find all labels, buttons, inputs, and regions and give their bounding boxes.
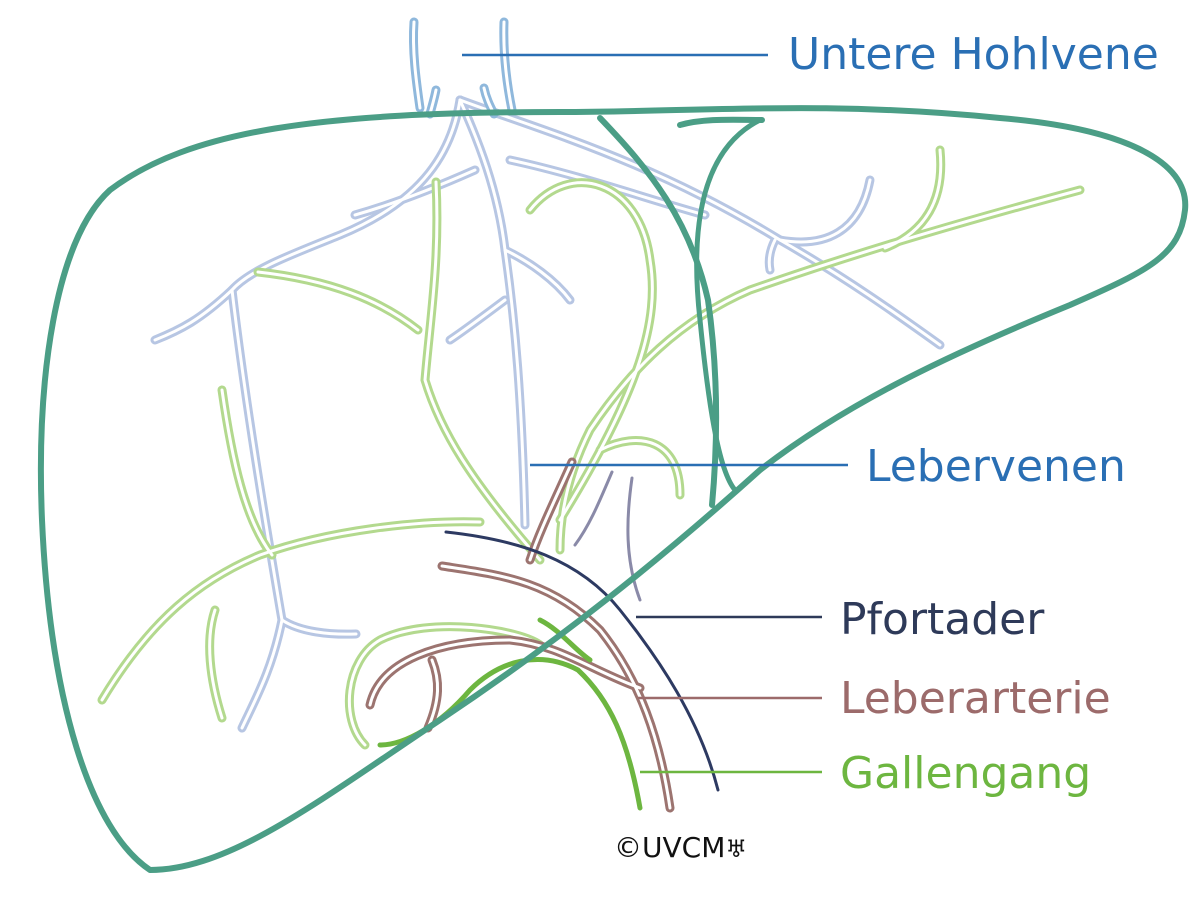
hepatic-vein-branch-core-7	[458, 98, 942, 347]
bile-branch-core-4	[256, 270, 420, 332]
label-bile-duct: Gallengang	[840, 748, 1092, 799]
artery-branch-core-3	[368, 638, 642, 707]
hepatic-vein-branch-core-9	[778, 178, 872, 244]
hepatic-vein-branch-core-4	[458, 98, 527, 527]
bile-duct	[377, 617, 643, 811]
label-hepatic-artery: Leberarterie	[840, 673, 1111, 724]
liver-outline	[37, 105, 1189, 873]
hepatic-vein-branch-core-3	[280, 618, 358, 636]
copyright-text: ©UVCM	[614, 831, 726, 864]
bile-branch-core-10	[347, 625, 542, 747]
bile-branch-core-3	[208, 608, 224, 720]
uvcm-logo-icon: ♅	[725, 835, 747, 863]
portal-vein	[444, 470, 720, 792]
hepatic-vein-branch-core-10	[767, 238, 777, 272]
copyright-notice: ©UVCM♅	[614, 834, 747, 862]
hepatic-vein-branch-core-11	[353, 168, 477, 217]
artery-branch-core-4	[426, 658, 440, 730]
hepatic-artery	[365, 457, 675, 813]
bile-branch-core-8	[883, 148, 943, 250]
vena-cava-branch-core-1	[411, 20, 422, 110]
hepatic-vein-branch-1	[150, 95, 465, 345]
bile-branch-core-1	[100, 520, 482, 702]
bile-branch-core-2	[220, 388, 274, 557]
hepatic-vein-branch-core-6	[448, 298, 507, 342]
label-portal-vein: Pfortader	[840, 594, 1045, 645]
hepatic-vein-branch-core-2	[230, 288, 284, 730]
artery-branch-core-1	[440, 564, 672, 810]
bile-branch-4	[253, 267, 423, 335]
bile-branch-core-6	[528, 181, 654, 522]
hepatic-vein-branch-9	[775, 175, 875, 247]
bile-branch-core-9	[598, 439, 682, 497]
label-hepatic-veins: Lebervenen	[866, 441, 1126, 492]
bile-branch-core-5	[423, 180, 542, 562]
hepatic-vein-branch-core-1	[153, 98, 462, 342]
label-inferior-vena-cava: Untere Hohlvene	[788, 29, 1159, 80]
hepatic-vein-branch-core-5	[503, 248, 572, 302]
vena-cava-branch-core-2	[502, 20, 514, 112]
bile-branch-1	[97, 517, 485, 705]
bile-branch-9	[595, 436, 685, 500]
hepatic-veins	[150, 95, 945, 733]
leader-lines	[462, 53, 848, 774]
